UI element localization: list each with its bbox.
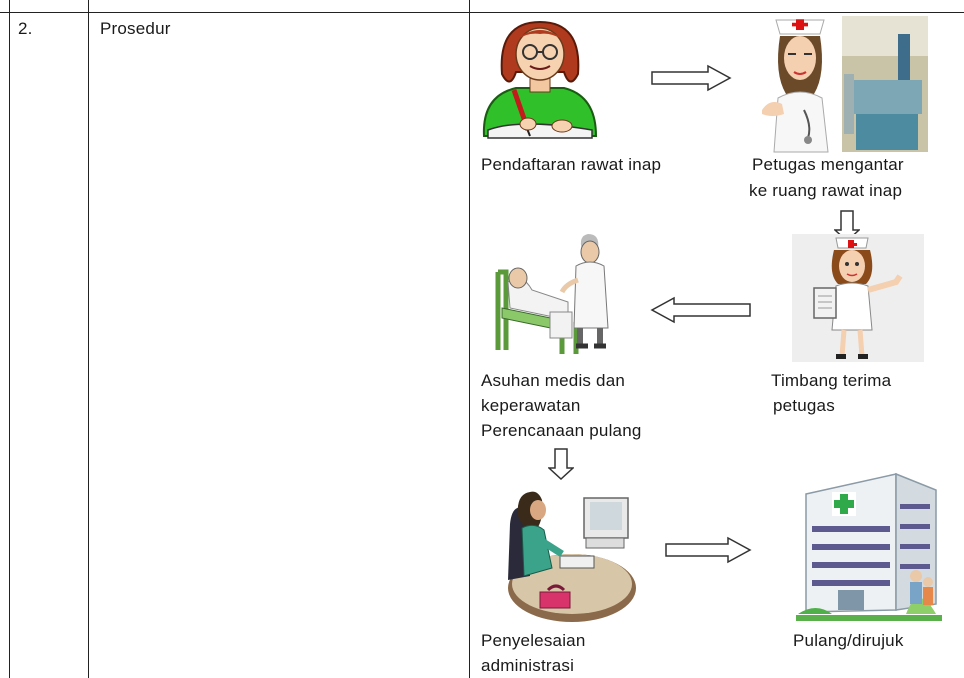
registration-illustration [482, 20, 598, 139]
row-number: 2. [18, 19, 33, 38]
step-handover-label-line2: petugas [773, 396, 835, 415]
row-title: Prosedur [100, 19, 171, 38]
step-handover-label-line1: Timbang terima [771, 371, 892, 390]
column-divider-1 [88, 0, 89, 678]
step-care-label-line2: keperawatan [481, 396, 581, 415]
arrow-right-icon [651, 64, 732, 92]
step-care-label-line1: Asuhan medis dan [481, 371, 626, 390]
nurse-escort-illustration [762, 16, 928, 153]
step-care-label-line3: Perencanaan pulang [481, 421, 642, 440]
table-top-border [0, 12, 964, 13]
step-discharge-label: Pulang/dirujuk [793, 631, 904, 650]
hospital-illustration [796, 472, 942, 621]
arrow-down-icon [548, 448, 574, 480]
step-admin-label-line2: administrasi [481, 656, 575, 675]
step-escort-label-line1: Petugas mengantar [752, 155, 904, 174]
column-divider-2 [469, 0, 470, 678]
step-registration-label: Pendaftaran rawat inap [481, 155, 662, 174]
table-left-border [9, 0, 10, 678]
medical-care-illustration [495, 234, 609, 354]
nurse-handover-illustration [792, 234, 924, 362]
arrow-left-icon [650, 296, 751, 324]
step-escort-label-line2: ke ruang rawat inap [749, 181, 903, 200]
administration-illustration [508, 491, 636, 622]
step-admin-label-line1: Penyelesaian [481, 631, 586, 650]
arrow-right-icon [665, 536, 752, 564]
